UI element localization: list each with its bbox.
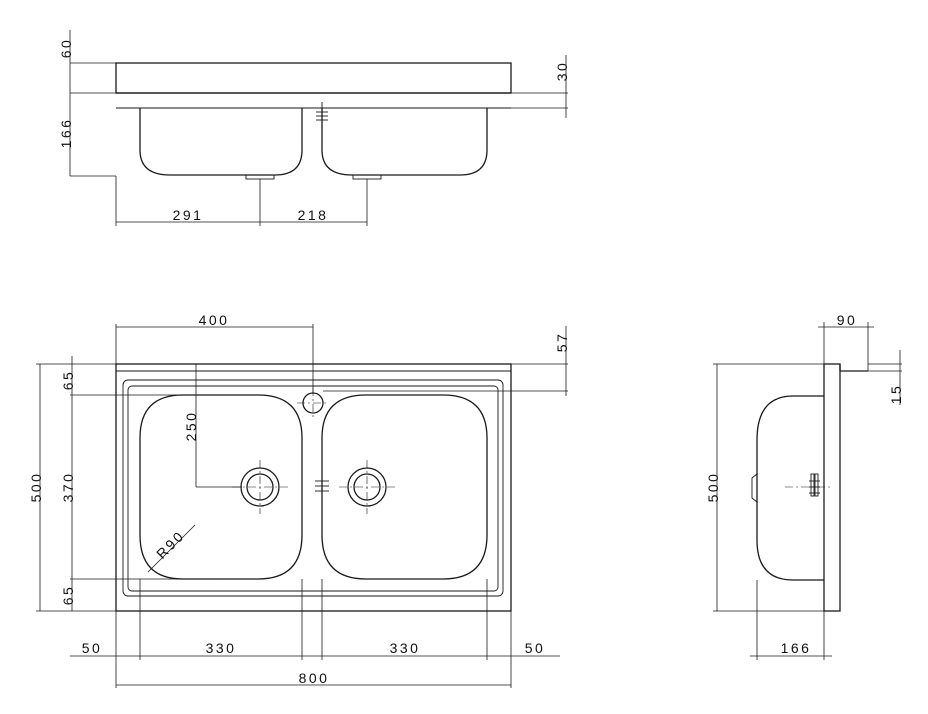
side-backsplash: [823, 363, 841, 612]
dim-corner-radius: R90: [153, 527, 188, 562]
top-sink-rim: [115, 62, 512, 94]
front-left-bowl: [139, 394, 303, 580]
dim-bowl-length: 370: [60, 472, 76, 503]
dim-drain-left-offset: 291: [173, 207, 204, 223]
dim-drain-spacing: 218: [298, 207, 329, 223]
dim-lip-thickness: 30: [554, 61, 570, 82]
dim-side-bowl-depth: 166: [781, 640, 812, 656]
dim-top-margin: 65: [60, 370, 76, 391]
side-drain-fitting: [809, 473, 820, 497]
top-right-bowl: [321, 108, 488, 176]
dim-bottom-margin: 65: [60, 585, 76, 606]
dim-rim-height: 60: [58, 38, 74, 59]
side-overflow-nub: [751, 473, 758, 503]
dim-right-bowl-width: 330: [390, 640, 421, 656]
front-sink-outline: [115, 363, 512, 612]
dim-right-margin: 50: [525, 640, 546, 656]
dim-backsplash-width: 90: [837, 312, 858, 328]
dim-side-overall-depth: 500: [705, 472, 721, 503]
dim-overall-width: 800: [299, 670, 330, 686]
radius-leader: [147, 524, 196, 573]
top-left-bowl: [139, 108, 303, 176]
side-bowl: [756, 395, 824, 581]
top-elevation-view: 60 166 30 291 218: [58, 30, 570, 226]
dim-tap-hole-offset: 400: [199, 312, 230, 328]
dim-drain-from-edge: 250: [183, 411, 199, 442]
side-view: 90 15 500 166: [705, 312, 904, 660]
dim-back-margin: 57: [554, 332, 570, 353]
dim-overall-depth: 500: [28, 472, 44, 503]
front-plan-view: 400 57 500 65 370 65 250 R90 50 3: [28, 312, 570, 688]
dim-backsplash-lip: 15: [888, 384, 904, 405]
dim-left-bowl-width: 330: [206, 640, 237, 656]
dim-bowl-depth-top: 166: [58, 118, 74, 149]
front-right-bowl: [321, 394, 488, 580]
dim-left-margin: 50: [82, 640, 103, 656]
